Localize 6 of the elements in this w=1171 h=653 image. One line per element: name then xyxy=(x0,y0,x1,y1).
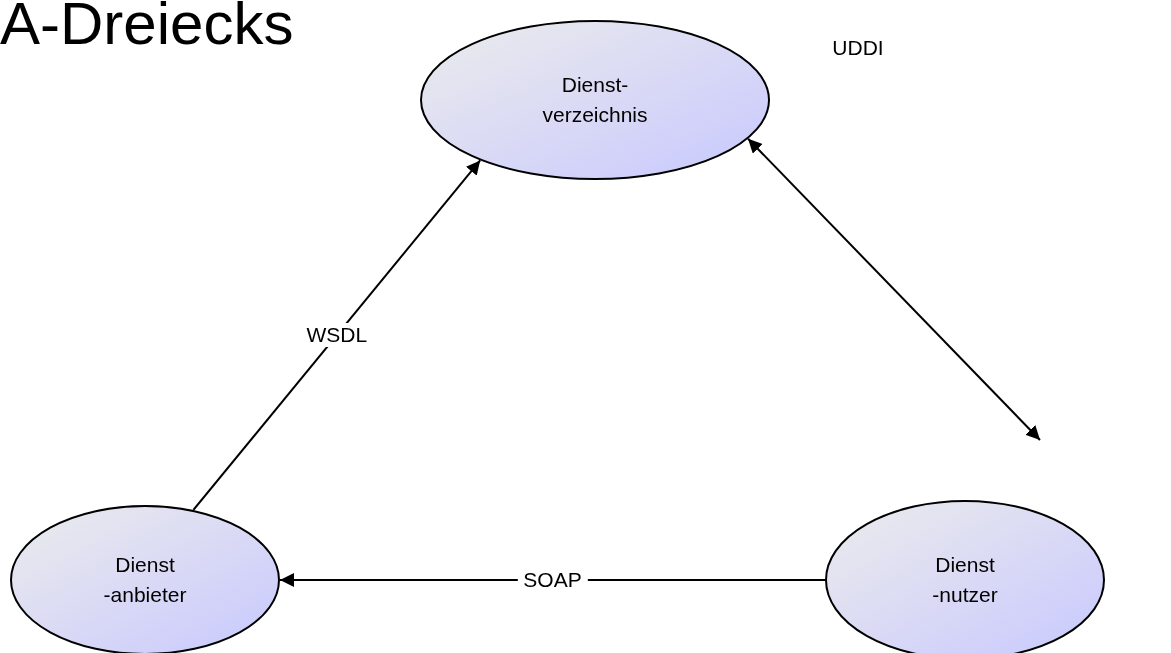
node-label: Dienst- verzeichnis xyxy=(541,72,649,128)
arrow xyxy=(192,159,482,511)
node-label: Dienst -nutzer xyxy=(931,552,999,608)
node-label: Dienst -anbieter xyxy=(102,552,188,608)
arrow xyxy=(747,137,1041,441)
title: A-Dreiecks xyxy=(0,0,294,59)
